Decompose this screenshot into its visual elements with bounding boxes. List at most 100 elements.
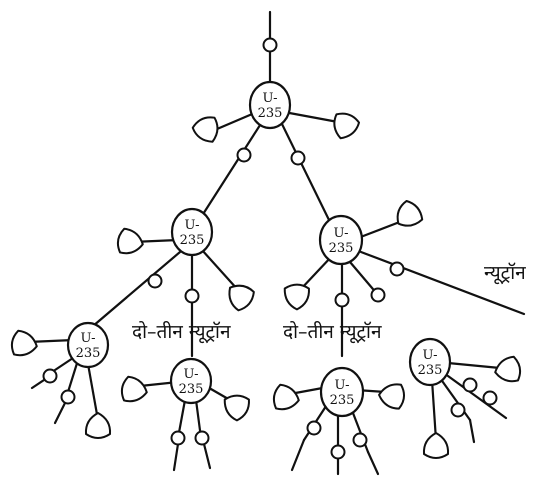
neutron-circle [262,37,278,53]
connection-line [279,120,332,224]
fragment-shape [422,432,450,459]
neutron-circle [236,147,252,163]
u235-nucleus: U-235 [170,207,214,257]
fission-fragments [10,112,522,459]
u235-nucleus: U-235 [169,357,213,405]
fission-fragment [494,355,522,383]
neutron-circle [330,444,346,460]
fission-fragment [10,329,38,357]
neutron-circle [462,377,478,393]
fragment-shape [191,116,219,143]
fragment-shape [228,284,255,312]
nucleus-circle [319,366,365,418]
fragment-shape [396,199,424,227]
fission-fragment [396,199,424,227]
connection-line [290,438,306,472]
fission-fragment [283,283,310,311]
neutron-circle [42,368,58,384]
connection-line [446,374,508,420]
connection-line [282,110,340,124]
neutron-circle [170,430,186,446]
nucleus-label-element: U- [80,331,95,346]
fragment-shape [283,283,310,311]
fragment-shape [223,394,250,422]
nucleus-label-mass: 235 [180,233,205,248]
neutron-circle [389,261,405,277]
nucleus-circle [169,357,213,405]
nucleus-label-element: U- [184,218,199,233]
nucleus-label-element: U- [334,378,349,393]
u235-nucleus: U-235 [408,337,452,387]
connection-line [438,376,472,422]
fission-fragment [191,116,219,143]
fission-fragment [223,394,250,422]
u235-nucleus: U-235 [66,321,110,369]
u235-nucleus: U-235 [318,214,364,266]
fragment-shape [10,329,38,357]
fragment-shape [378,383,405,410]
label-neutron: न्यूट्रॉन [484,262,526,285]
nucleus-circle [408,337,452,387]
nucleus-label-element: U- [183,367,198,382]
nucleus-label-element: U- [262,91,277,106]
neutron-circle [370,287,386,303]
connection-line [446,361,502,370]
fragment-shape [333,112,361,140]
nucleus-label-mass: 235 [418,363,443,378]
neutron-circle [60,389,76,405]
connection-line [366,450,380,476]
neutron-circle [194,430,210,446]
connection-line [172,442,180,472]
fragment-shape [120,375,148,403]
connection-line [359,250,526,316]
neutron-circle [290,150,306,166]
u235-nucleus: U-235 [319,366,365,418]
neutron-circle [147,273,163,289]
nucleus-label-mass: 235 [329,241,354,256]
nucleus-label-element: U- [333,226,348,241]
connection-line [86,362,100,422]
connection-line [298,254,334,292]
connection-line [200,248,240,292]
connection-line [66,358,80,394]
nucleus-circle [248,80,292,130]
neutron-circle [184,288,200,304]
fragment-shape [494,355,522,383]
nucleus-circle [170,207,214,257]
neutron-circle [334,292,350,308]
fission-fragment [228,284,255,312]
fragment-shape [84,412,112,439]
label-two-three-neutrons-right: दो–तीन न्यूट्रॉन [283,320,382,344]
fragment-shape [116,227,144,255]
nucleus-circle [66,321,110,369]
label-two-three-neutrons-left: दो–तीन न्यूट्रॉन [132,320,231,344]
fission-fragment [116,227,144,255]
u235-nucleus: U-235 [248,80,292,130]
neutron-circle [450,402,466,418]
neutrons [42,37,498,460]
neutron-circle [306,420,322,436]
nucleus-label-mass: 235 [330,393,355,408]
fission-fragment [333,112,361,140]
connection-line [202,442,212,470]
fission-fragment [422,432,450,459]
nucleus-label-element: U- [422,348,437,363]
connection-line [468,418,476,444]
nucleus-circle [318,214,364,266]
connection-line [84,250,182,334]
fission-fragment [378,383,405,410]
neutron-circle [352,432,368,448]
connection-line [196,120,264,224]
nucleus-label-mass: 235 [179,382,204,397]
fission-fragment [120,375,148,403]
connection-line [430,378,438,442]
neutron-circle [482,390,498,406]
nucleus-label-mass: 235 [76,346,101,361]
nucleus-label-mass: 235 [258,106,283,121]
fission-fragment [272,383,300,411]
fission-fragment [84,412,112,439]
fragment-shape [272,383,300,411]
